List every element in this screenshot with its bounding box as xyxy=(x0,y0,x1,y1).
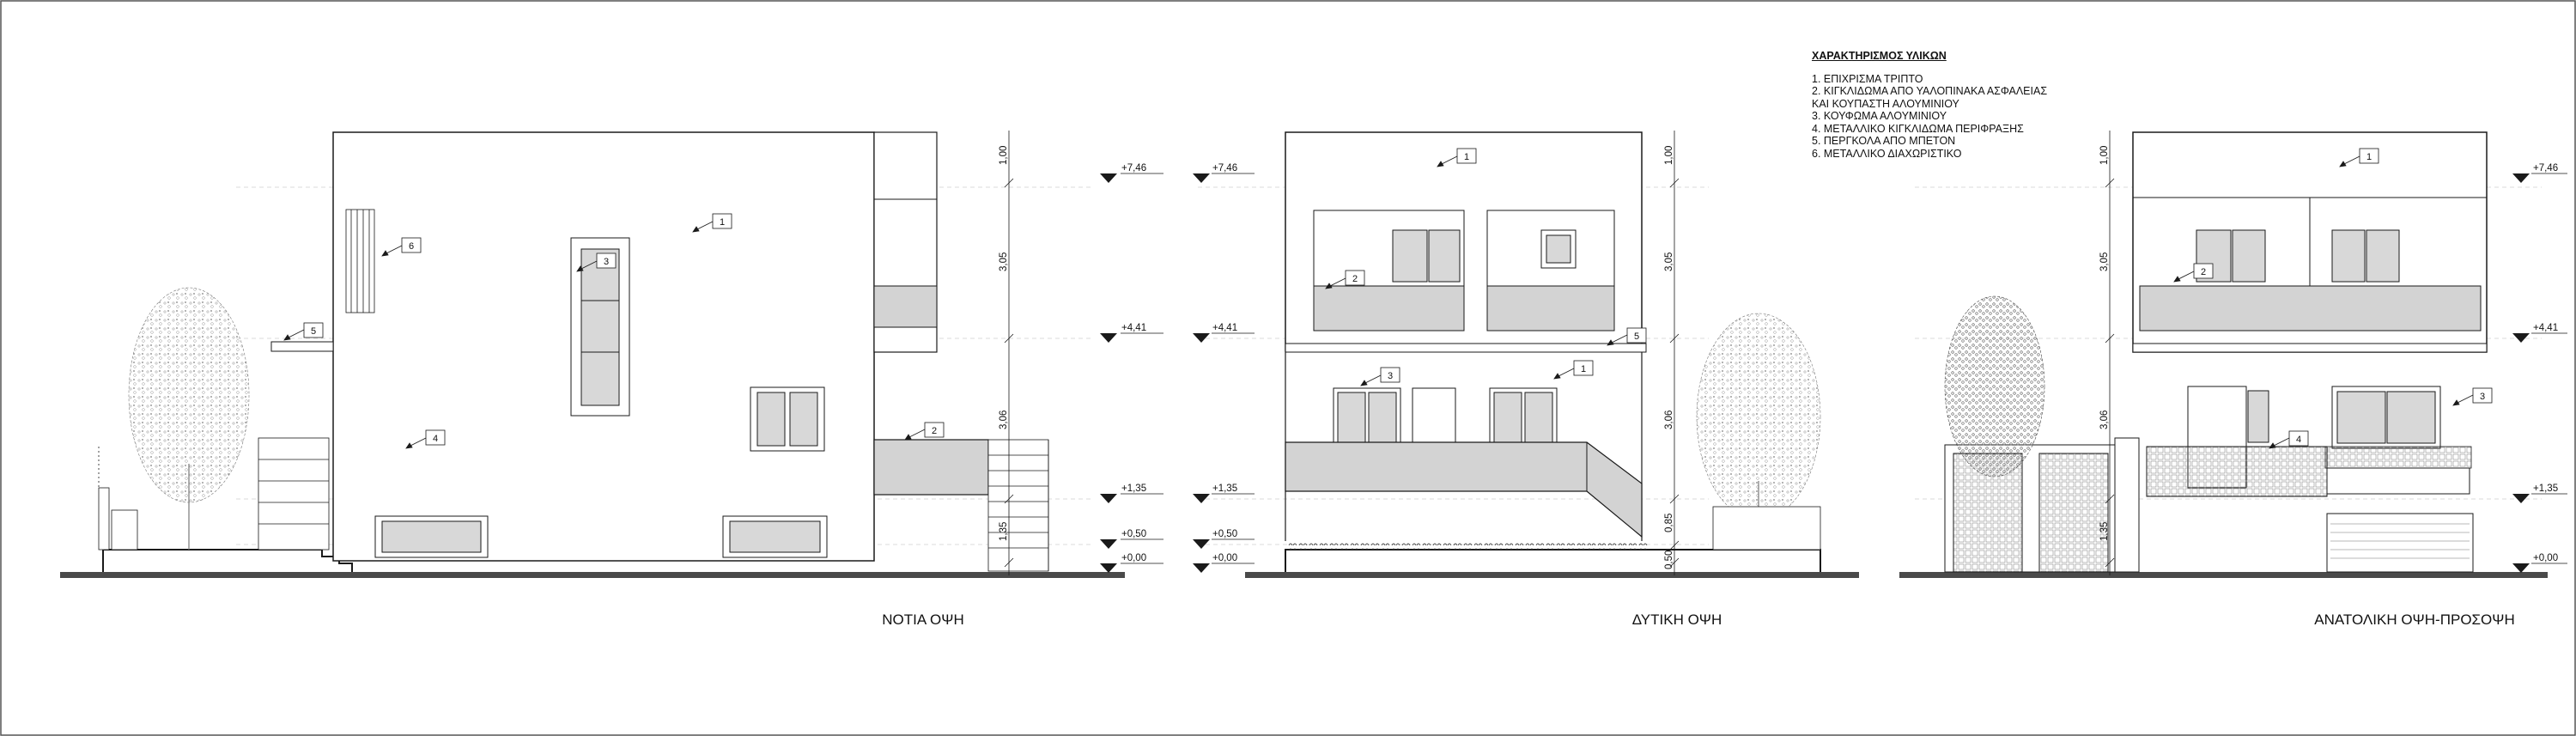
east-upper-railing xyxy=(2139,285,2482,332)
south-level-441: +4,41 xyxy=(1121,323,1146,333)
west-ground xyxy=(1245,572,1859,578)
south-ground xyxy=(60,572,1125,578)
level-triangle xyxy=(1100,539,1117,549)
south-dim-306: 3,06 xyxy=(999,411,1009,429)
legend-item: 4. ΜΕΤΑΛΛΙΚΟ ΚΙΓΚΛΙΔΩΜΑ ΠΕΡΙΦΡΑΞΗΣ xyxy=(1812,122,2024,135)
south-balcony-rail xyxy=(873,439,989,496)
south-fence xyxy=(98,437,330,550)
south-tag-3: 3 xyxy=(604,257,609,267)
level-triangle xyxy=(2512,494,2530,503)
materials-legend: ΧΑΡΑΚΤΗΡΙΣΜΟΣ ΥΛΙΚΩΝ 1. ΕΠΙΧΡΙΣΜΑ ΤΡΙΠΤΟ… xyxy=(1812,50,2172,160)
south-tag-4: 4 xyxy=(433,434,438,444)
level-triangle xyxy=(1100,173,1117,183)
south-tag-1: 1 xyxy=(720,217,725,228)
legend-item: 6. ΜΕΤΑΛΛΙΚΟ ΔΙΑΧΩΡΙΣΤΙΚΟ xyxy=(1812,147,1962,160)
south-level-000: +0,00 xyxy=(1121,553,1146,563)
south-dimension-line xyxy=(1004,131,1014,575)
west-tag-5: 5 xyxy=(1634,332,1639,342)
east-ground xyxy=(1899,572,2548,578)
west-dim-306: 3,06 xyxy=(1664,411,1674,429)
level-triangle xyxy=(1193,563,1210,573)
level-triangle xyxy=(1100,333,1117,343)
legend-item: 5. ΠΕΡΓΚΟΛΑ ΑΠΟ ΜΠΕΤΟΝ xyxy=(1812,135,1956,147)
east-dim-135: 1,35 xyxy=(2099,522,2110,541)
east-tag-3: 3 xyxy=(2480,392,2485,402)
east-tag-1: 1 xyxy=(2366,152,2372,162)
west-level-441: +4,41 xyxy=(1212,323,1237,333)
south-elevation xyxy=(60,131,1125,578)
south-metal-divider xyxy=(345,209,375,313)
west-dimension-line xyxy=(1669,131,1680,575)
legend-item: ΚΑΙ ΚΟΥΠΑΣΤΗ ΑΛΟΥΜΙΝΙΟΥ xyxy=(1812,97,1959,110)
south-pergola xyxy=(270,341,334,352)
east-dimension-line xyxy=(2105,131,2115,575)
legend-title: ΧΑΡΑΚΤΗΡΙΣΜΟΣ ΥΛΙΚΩΝ xyxy=(1812,50,1947,62)
level-triangle xyxy=(1100,563,1117,573)
legend-item: 2. ΚΙΓΚΛΙΔΩΜΑ ΑΠΟ ΥΑΛΟΠΙΝΑΚΑ ΑΣΦΑΛΕΙΑΣ xyxy=(1812,85,2048,97)
east-tag-4: 4 xyxy=(2296,435,2301,445)
west-level-746: +7,46 xyxy=(1212,163,1237,173)
legend-item: 3. ΚΟΥΦΩΜΑ ΑΛΟΥΜΙΝΙΟΥ xyxy=(1812,110,1947,122)
west-dim-085: 0,85 xyxy=(1664,514,1674,532)
west-lower-railing xyxy=(1285,441,1643,538)
west-view-title: ΔΥΤΙΚΗ ΟΨΗ xyxy=(1631,611,1722,628)
south-stair xyxy=(987,439,1049,572)
level-triangle xyxy=(2512,333,2530,343)
west-level-135: +1,35 xyxy=(1212,484,1237,494)
south-tag-2: 2 xyxy=(932,426,937,436)
east-elevation xyxy=(1899,131,2548,578)
level-markers xyxy=(1100,173,2530,573)
west-tag-2: 2 xyxy=(1352,274,1358,284)
level-triangle xyxy=(1100,494,1117,503)
south-dim-305: 3,05 xyxy=(999,252,1009,271)
west-dim-305: 3,05 xyxy=(1664,252,1674,271)
west-level-050: +0,50 xyxy=(1212,529,1237,539)
level-triangle xyxy=(2512,173,2530,183)
west-elevation xyxy=(1198,131,1859,578)
east-fence xyxy=(2146,446,2328,497)
west-tag-3: 3 xyxy=(1388,371,1393,381)
east-view-title: ΑΝΑΤΟΛΙΚΗ ΟΨΗ-ΠΡΟΣΟΨΗ xyxy=(2314,611,2515,628)
east-level-000: +0,00 xyxy=(2533,553,2558,563)
east-dim-100: 1,00 xyxy=(2099,146,2110,165)
south-view-title: ΝΟΤΙΑ ΟΨΗ xyxy=(882,611,964,628)
south-level-135: +1,35 xyxy=(1121,484,1146,494)
level-triangle xyxy=(1193,539,1210,549)
south-dim-100: 1,00 xyxy=(999,146,1009,165)
east-level-135: +1,35 xyxy=(2533,484,2558,494)
east-tag-2: 2 xyxy=(2201,267,2206,277)
level-triangle xyxy=(2512,563,2530,573)
east-dim-306: 3,06 xyxy=(2099,411,2110,429)
south-dim-135: 1,35 xyxy=(999,522,1009,541)
south-level-050: +0,50 xyxy=(1121,529,1146,539)
east-tree xyxy=(1944,295,2045,477)
east-dim-305: 3,05 xyxy=(2099,252,2110,271)
material-tags xyxy=(303,148,2493,447)
south-window-right xyxy=(750,386,825,452)
west-dim-100: 1,00 xyxy=(1664,146,1674,165)
level-triangle xyxy=(1193,494,1210,503)
west-tag-1-lower: 1 xyxy=(1581,364,1586,374)
east-level-441: +4,41 xyxy=(2533,323,2558,333)
south-level-746: +7,46 xyxy=(1121,163,1146,173)
south-annex-railing xyxy=(873,285,938,328)
south-tag-5: 5 xyxy=(311,326,316,337)
level-triangle xyxy=(1193,173,1210,183)
south-tree xyxy=(128,287,250,550)
level-triangle xyxy=(1193,333,1210,343)
east-level-746: +7,46 xyxy=(2533,163,2558,173)
west-level-000: +0,00 xyxy=(1212,553,1237,563)
south-tag-6: 6 xyxy=(409,241,414,252)
west-dim-050: 0,50 xyxy=(1664,550,1674,569)
legend-item: 1. ΕΠΙΧΡΙΣΜΑ ΤΡΙΠΤΟ xyxy=(1812,72,1923,85)
west-tag-1-top: 1 xyxy=(1464,152,1469,162)
